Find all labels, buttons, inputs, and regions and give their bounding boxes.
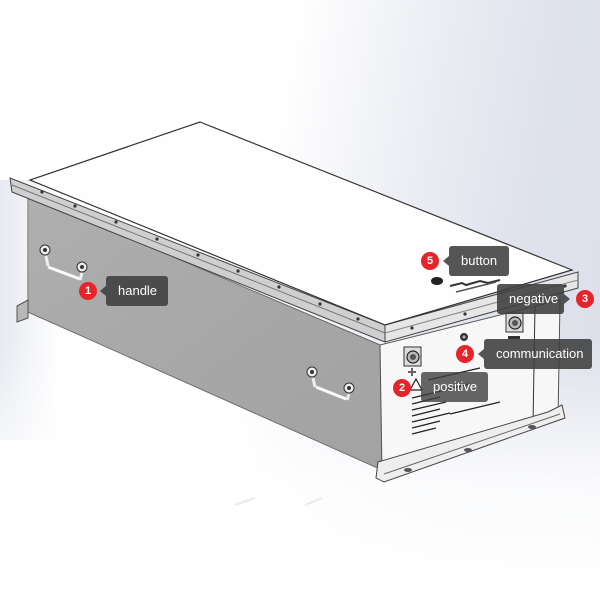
callout-badge-2: 2	[393, 379, 411, 397]
lid-top	[28, 121, 574, 326]
callout-badge-5: 5	[421, 252, 439, 270]
negative-terminal	[505, 312, 524, 339]
front-foot-flange	[375, 404, 566, 483]
floor-shadow	[234, 497, 323, 506]
callout-label-communication: communication	[478, 339, 592, 369]
callout-label-button: button	[443, 246, 509, 276]
callout-badge-4: 4	[456, 345, 474, 363]
handle-right	[306, 366, 355, 401]
lid-button-area	[431, 277, 501, 293]
callout-badge-1: 1	[79, 282, 97, 300]
positive-terminal	[403, 346, 422, 376]
handle-left	[39, 244, 88, 281]
callout-label-positive: positive	[421, 372, 488, 402]
callout-badge-3: 3	[576, 290, 594, 308]
left-foot-flange	[16, 299, 29, 323]
callout-label-negative: negative	[497, 284, 570, 314]
communication-port	[460, 333, 468, 341]
callout-label-handle: handle	[100, 276, 168, 306]
